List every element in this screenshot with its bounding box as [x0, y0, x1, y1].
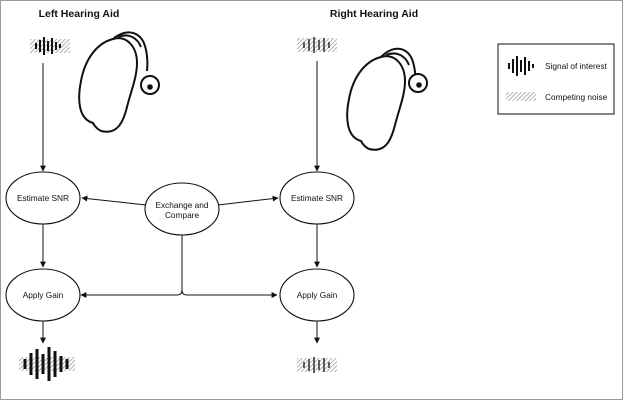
legend-noise-icon [506, 92, 536, 101]
legend: Signal of interest Competing noise [497, 43, 615, 115]
left-estimate-snr-label: Estimate SNR [17, 193, 69, 203]
legend-signal-icon [508, 56, 534, 76]
legend-signal-label: Signal of interest [545, 61, 607, 71]
exchange-to-right-estimate-arrow [217, 195, 279, 206]
left-hearing-aid-title: Left Hearing Aid [39, 8, 120, 20]
exchange-to-gain-connector [80, 235, 278, 298]
legend-box [497, 43, 615, 115]
left-output-signal-icon [19, 347, 75, 381]
left-input-signal-noise-icon [30, 37, 70, 55]
legend-noise-label: Competing noise [545, 92, 608, 102]
right-input-noise-signal-icon [297, 37, 337, 53]
right-apply-gain-label: Apply Gain [297, 290, 338, 300]
left-apply-gain-label: Apply Gain [23, 290, 64, 300]
right-hearing-aid-icon [346, 47, 428, 151]
right-output-noise-signal-icon [297, 357, 337, 373]
exchange-to-left-estimate-arrow [81, 195, 147, 206]
exchange-compare-label-line1: Exchange and [155, 200, 208, 210]
right-estimate-snr-label: Estimate SNR [291, 193, 343, 203]
right-hearing-aid-title: Right Hearing Aid [330, 8, 418, 20]
left-hearing-aid-icon [78, 31, 160, 133]
exchange-compare-label-line2: Compare [165, 210, 200, 220]
